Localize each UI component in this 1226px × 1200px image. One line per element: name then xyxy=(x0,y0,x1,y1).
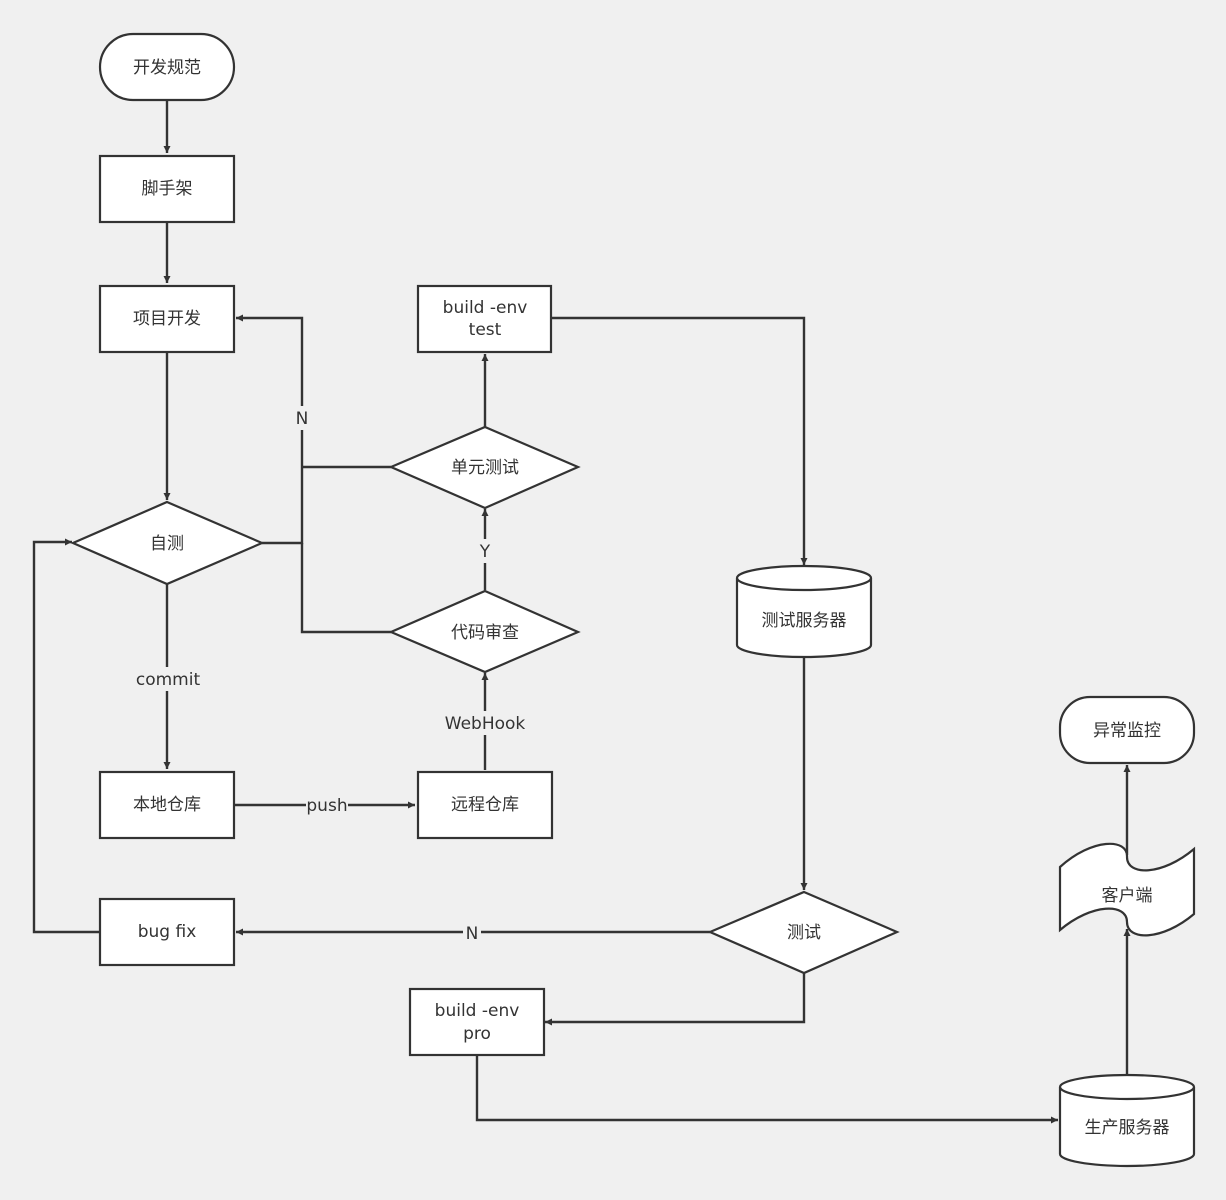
edge-bugfix-to-selftest xyxy=(32,538,100,934)
node-local-repo: 本地仓库 xyxy=(98,770,236,840)
node-project-dev-label: 项目开发 xyxy=(133,309,201,329)
node-test-server: 测试服务器 xyxy=(735,564,873,659)
edge-label-no-review: N xyxy=(296,409,309,429)
node-build-test-label-line1: build -env xyxy=(443,298,528,318)
node-client: 客户端 xyxy=(1058,842,1196,937)
edge-test-to-buildpro xyxy=(545,973,806,1026)
node-test-server-label: 测试服务器 xyxy=(762,611,847,631)
node-self-test-label: 自测 xyxy=(150,534,184,554)
edge-buildpro-to-prodserver xyxy=(475,1056,1058,1124)
node-bug-fix-label: bug fix xyxy=(138,922,197,942)
node-dev-standard-label: 开发规范 xyxy=(133,58,201,78)
node-remote-repo: 远程仓库 xyxy=(416,770,554,840)
node-remote-repo-label: 远程仓库 xyxy=(451,795,519,815)
node-test: 测试 xyxy=(707,890,900,975)
node-prod-server: 生产服务器 xyxy=(1058,1073,1196,1168)
node-self-test: 自测 xyxy=(70,500,265,586)
node-build-pro-label-line2: pro xyxy=(463,1024,491,1044)
node-project-dev: 项目开发 xyxy=(98,284,236,354)
node-unit-test-label: 单元测试 xyxy=(451,458,519,478)
node-prod-server-label: 生产服务器 xyxy=(1085,1118,1170,1138)
node-code-review-label: 代码审查 xyxy=(451,623,519,643)
node-unit-test: 单元测试 xyxy=(388,425,581,510)
node-monitor: 异常监控 xyxy=(1058,695,1196,765)
node-build-test-label-line2: test xyxy=(469,320,502,340)
edge-label-no-test: N xyxy=(466,924,479,944)
edge-label-push: push xyxy=(306,796,347,816)
node-monitor-label: 异常监控 xyxy=(1093,721,1161,741)
node-code-review: 代码审查 xyxy=(388,589,581,674)
node-client-label: 客户端 xyxy=(1102,886,1153,906)
edge-review-no xyxy=(300,543,391,634)
edge-selftest-no-to-project xyxy=(236,314,304,545)
edges xyxy=(32,101,1131,1124)
node-local-repo-label: 本地仓库 xyxy=(133,795,201,815)
node-test-label: 测试 xyxy=(787,923,821,943)
node-build-pro-label-line1: build -env xyxy=(435,1001,520,1021)
node-bug-fix: bug fix xyxy=(98,897,236,967)
node-scaffold: 脚手架 xyxy=(98,154,236,224)
edge-label-webhook: WebHook xyxy=(445,714,526,734)
node-build-test: build -env test xyxy=(416,284,553,354)
edge-labels: commit push WebHook Y N N xyxy=(135,406,528,945)
edge-label-yes: Y xyxy=(479,542,491,562)
edge-label-commit: commit xyxy=(136,670,201,690)
node-build-pro: build -env pro xyxy=(408,987,546,1057)
node-scaffold-label: 脚手架 xyxy=(142,179,193,199)
node-dev-standard: 开发规范 xyxy=(98,32,236,102)
edge-buildtest-to-testserver xyxy=(551,316,808,565)
